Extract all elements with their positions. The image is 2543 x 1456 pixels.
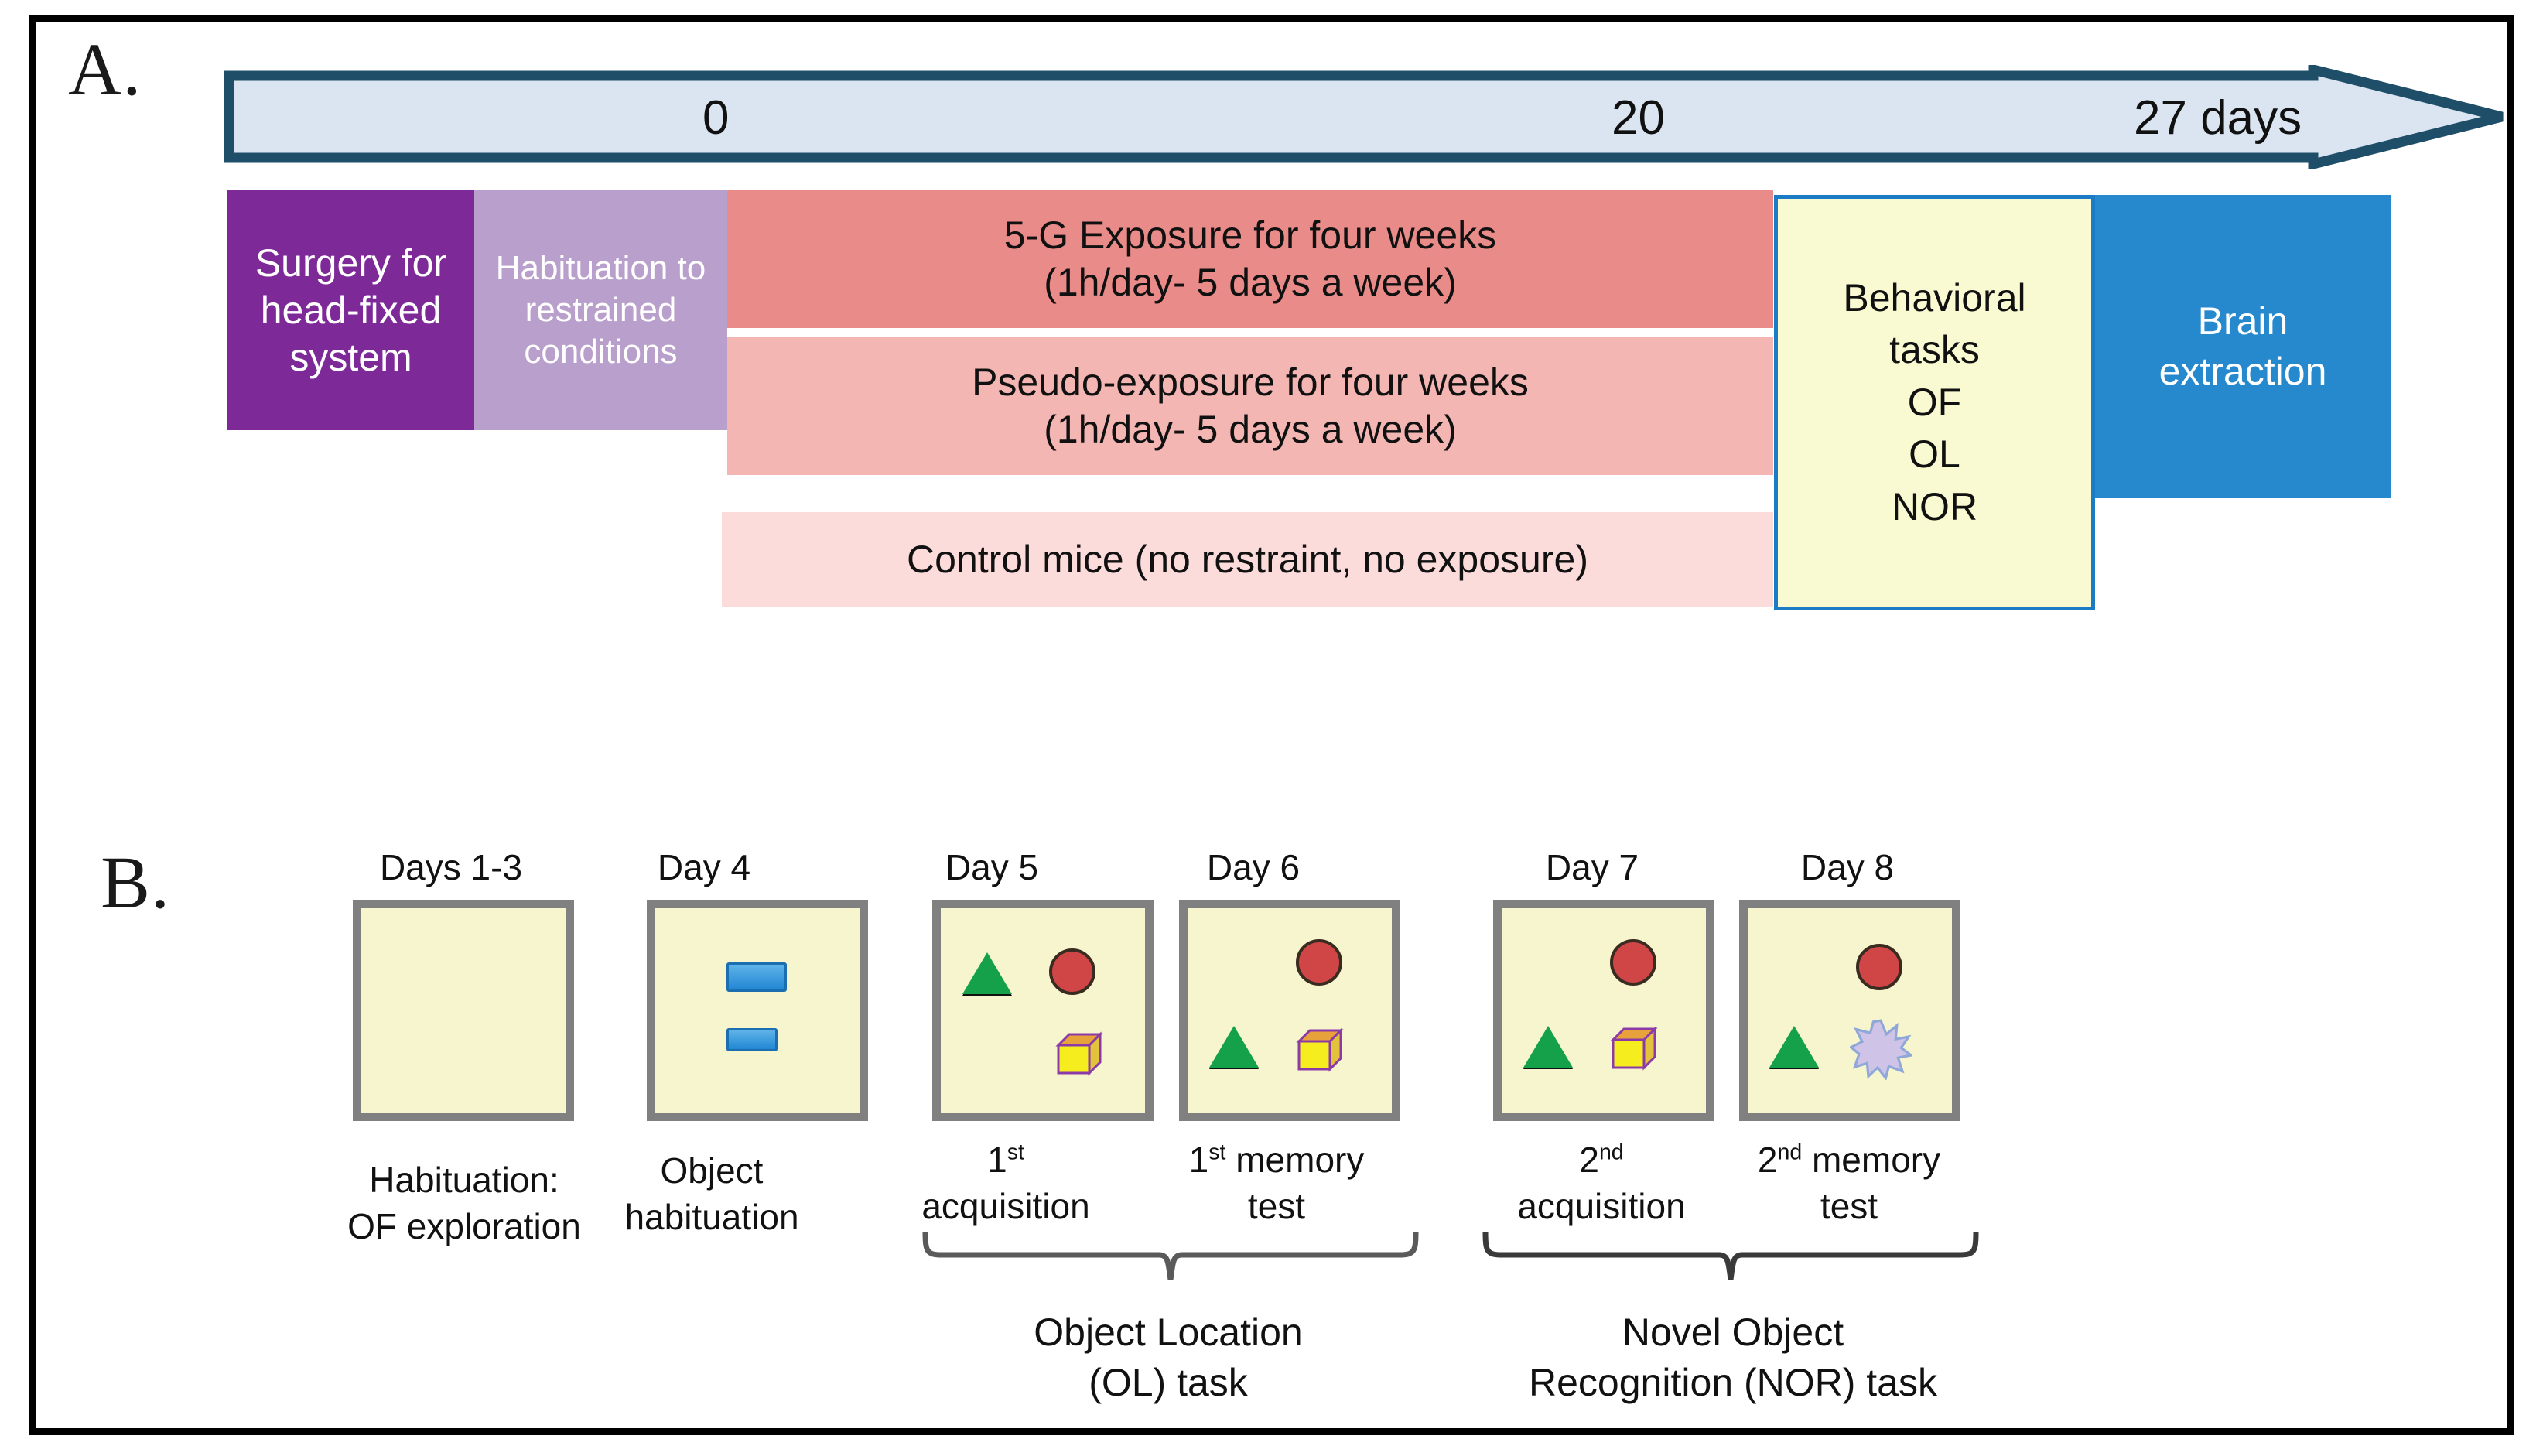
yellow-cube-object (1610, 1024, 1658, 1076)
day-label-day-5: Day 5 (945, 847, 1039, 887)
bar-habituation-label: Habituation to restrained conditions (495, 249, 706, 371)
caption-day-6-line1: 1st memory (1137, 1137, 1416, 1184)
behavioral-task-nor: NOR (1891, 484, 1978, 528)
caption-day-7: 2nd acquisition (1470, 1137, 1733, 1230)
day-label-day-6: Day 6 (1206, 847, 1301, 887)
ordinal-1-num: 1 (987, 1140, 1007, 1180)
timeline-tick-0: 0 (702, 91, 730, 145)
caption-day-8-word: memory (1811, 1140, 1941, 1180)
brace-object-location (919, 1229, 1422, 1284)
arena-days-1-3 (353, 900, 574, 1121)
caption-day-5-line2: acquisition (921, 1185, 1090, 1226)
bar-surgery-label: Surgery for head-fixed system (255, 241, 447, 379)
caption-day-7-line2: acquisition (1517, 1185, 1686, 1226)
green-triangle-object (1209, 1026, 1259, 1068)
caption-day-4-line1: Object (660, 1150, 764, 1191)
panel-b-letter: B. (101, 841, 171, 924)
ordinal-1-sup: st (1208, 1140, 1226, 1165)
caption-day-5-line1: 1st (890, 1137, 1122, 1184)
ordinal-2-num: 2 (1579, 1140, 1599, 1180)
red-circle-object (1049, 948, 1095, 995)
arena-day-5 (932, 900, 1154, 1121)
bar-control-mice-label: Control mice (no restraint, no exposure) (907, 537, 1588, 581)
arena-day-6 (1179, 900, 1400, 1121)
brain-extraction-line2: extraction (2158, 350, 2327, 393)
timeline-tick-27days: 27 days (2134, 91, 2302, 145)
day-label-day-8: Day 8 (1800, 847, 1895, 887)
bar-control-mice: Control mice (no restraint, no exposure) (722, 512, 1773, 607)
behavioral-line2: tasks (1889, 328, 1980, 372)
purple-starburst-object (1848, 1018, 1915, 1084)
red-circle-object (1610, 939, 1656, 986)
figure-outer-frame (29, 15, 2514, 1435)
blue-rectangle-object-1 (726, 962, 787, 992)
behavioral-task-ol: OL (1909, 432, 1960, 477)
arena-day-7 (1493, 900, 1714, 1121)
bar-pseudo-exposure: Pseudo-exposure for four weeks (1h/day- … (727, 337, 1773, 475)
brain-extraction-line1: Brain (2197, 299, 2288, 343)
ordinal-2-sup: nd (1598, 1140, 1624, 1165)
yellow-cube-object (1296, 1026, 1344, 1078)
day-label-day-4: Day 4 (657, 847, 751, 887)
caption-day-4: Object habituation (596, 1148, 828, 1241)
task-label-ol-line2: (OL) task (1089, 1361, 1248, 1404)
caption-day-6-line2: test (1247, 1185, 1306, 1226)
timeline-arrow (224, 65, 2507, 169)
caption-day-8-line1: 2nd memory (1710, 1137, 1988, 1184)
task-label-ol: Object Location (OL) task (913, 1307, 1424, 1408)
arena-day-8 (1739, 900, 1960, 1121)
task-label-nor-line1: Novel Object (1622, 1311, 1844, 1354)
task-label-nor-line2: Recognition (NOR) task (1529, 1361, 1937, 1404)
caption-day-6-word: memory (1236, 1140, 1365, 1180)
behavioral-line1: Behavioral (1843, 275, 2026, 320)
day-label-days-1-3: Days 1-3 (379, 847, 523, 887)
box-behavioral-tasks: Behavioral tasks OF OL NOR (1774, 195, 2095, 610)
green-triangle-object (1523, 1026, 1573, 1068)
caption-day-6: 1st memory test (1137, 1137, 1416, 1230)
bar-habituation: Habituation to restrained conditions (474, 190, 727, 430)
bar-5g-exposure-line2: (1h/day- 5 days a week) (1044, 261, 1457, 304)
caption-day-8: 2nd memory test (1710, 1137, 1988, 1230)
caption-day-8-line2: test (1820, 1185, 1878, 1226)
caption-days-1-3: Habituation: OF exploration (325, 1157, 603, 1250)
task-label-nor: Novel Object Recognition (NOR) task (1470, 1307, 1996, 1408)
behavioral-task-of: OF (1907, 380, 1962, 424)
task-label-ol-line1: Object Location (1034, 1311, 1303, 1354)
caption-day-4-line2: habituation (624, 1196, 799, 1237)
panel-a-letter: A. (68, 28, 142, 111)
caption-days-1-3-line1: Habituation: (369, 1160, 559, 1200)
ordinal-2-sup: nd (1777, 1140, 1803, 1165)
brace-novel-object-recognition (1479, 1229, 1982, 1284)
day-label-day-7: Day 7 (1545, 847, 1639, 887)
timeline-tick-20: 20 (1612, 91, 1665, 145)
arena-day-4 (647, 900, 868, 1121)
yellow-cube-object (1055, 1030, 1103, 1082)
bar-5g-exposure: 5-G Exposure for four weeks (1h/day- 5 d… (727, 190, 1773, 328)
red-circle-object (1856, 944, 1902, 990)
bar-pseudo-exposure-line2: (1h/day- 5 days a week) (1044, 408, 1457, 451)
caption-days-1-3-line2: OF exploration (347, 1205, 581, 1246)
ordinal-2-num: 2 (1757, 1140, 1778, 1180)
caption-day-5: 1st acquisition (890, 1137, 1122, 1230)
blue-rectangle-object-2 (726, 1028, 778, 1051)
caption-day-7-line1: 2nd (1470, 1137, 1733, 1184)
green-triangle-object (1769, 1026, 1819, 1068)
box-brain-extraction: Brain extraction (2095, 195, 2391, 498)
ordinal-1-num: 1 (1188, 1140, 1209, 1180)
red-circle-object (1296, 939, 1342, 986)
bar-5g-exposure-line1: 5-G Exposure for four weeks (1003, 214, 1497, 257)
bar-surgery: Surgery for head-fixed system (227, 190, 474, 430)
ordinal-1-sup: st (1007, 1140, 1024, 1165)
bar-pseudo-exposure-line1: Pseudo-exposure for four weeks (972, 361, 1529, 404)
green-triangle-object (962, 952, 1012, 994)
